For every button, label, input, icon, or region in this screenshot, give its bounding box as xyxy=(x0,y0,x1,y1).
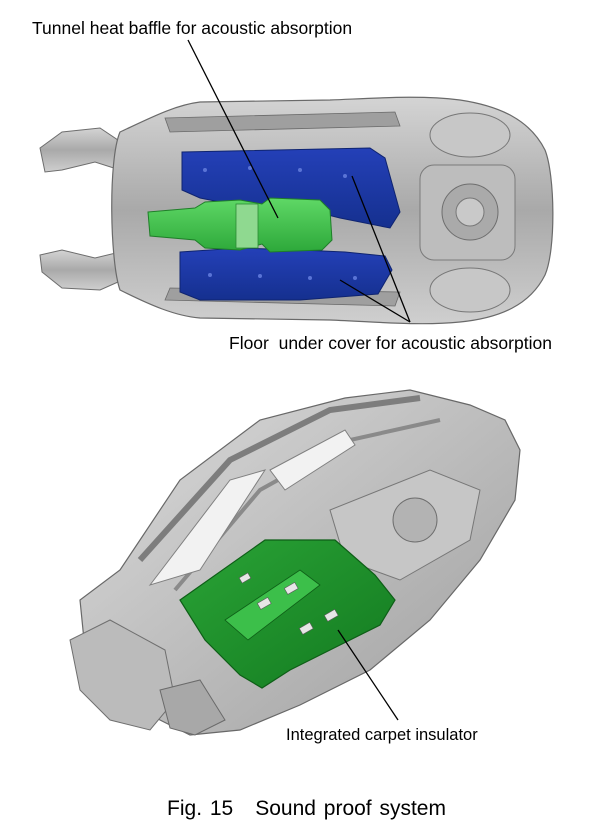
carpet-cutouts xyxy=(238,572,339,635)
integrated-carpet-insulator xyxy=(179,539,396,689)
front-bumper-member xyxy=(159,679,226,736)
rear-wheel-well-lower xyxy=(429,267,511,313)
tunnel-baffle-joint xyxy=(235,203,259,249)
label-integrated-carpet-insulator: Integrated carpet insulator xyxy=(286,726,478,744)
windshield-opening xyxy=(148,469,267,586)
leader-line-floor-lower xyxy=(339,279,411,323)
label-tunnel-heat-baffle: Tunnel heat baffle for acoustic absorpti… xyxy=(32,18,353,38)
leader-line-carpet xyxy=(337,629,399,721)
side-sill-upper xyxy=(164,111,401,133)
spare-tire-well-inner xyxy=(455,197,485,227)
rear-wheel-well-upper xyxy=(429,112,511,158)
underbody-top-view xyxy=(39,39,554,325)
roof-rail xyxy=(137,395,421,563)
leader-line-tunnel xyxy=(187,39,279,219)
figure-number: Fig. 15 xyxy=(167,797,234,820)
label-floor-under-cover: Floor under cover for acoustic absorptio… xyxy=(229,333,552,353)
figure-title: Sound proof system xyxy=(255,797,446,820)
front-rail-structure xyxy=(69,619,176,731)
figure-caption: Fig. 15 Sound proof system xyxy=(0,797,613,821)
body-in-white-view xyxy=(69,389,521,736)
floor-under-cover-upper xyxy=(181,147,401,229)
leader-line-floor-upper xyxy=(351,175,411,323)
cover-fastener-dots xyxy=(203,166,357,280)
rear-spare-well xyxy=(392,497,438,543)
side-window-opening xyxy=(269,429,356,491)
